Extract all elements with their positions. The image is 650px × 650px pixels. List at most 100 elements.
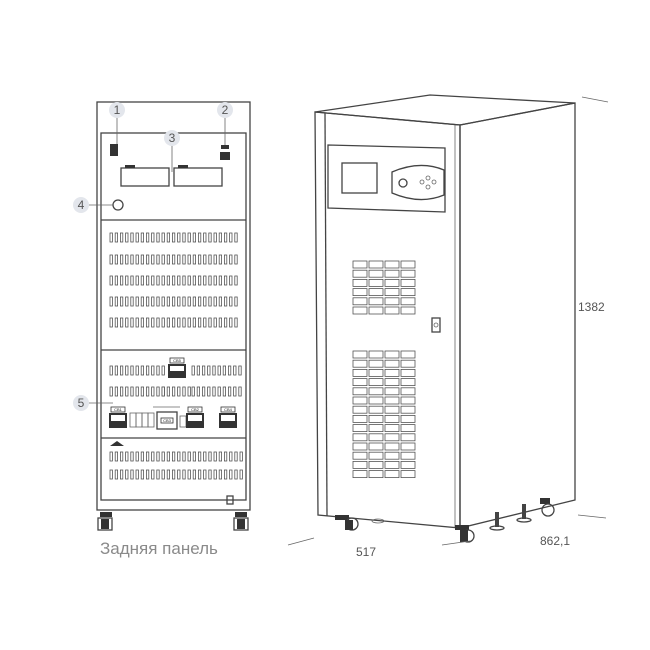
vent-slot: [182, 386, 186, 397]
svg-text:CB1: CB1: [114, 407, 123, 412]
vent-slot: [208, 451, 212, 462]
vent-slot: [197, 232, 202, 243]
vent-slot: [130, 451, 134, 462]
vent-slot: [145, 451, 150, 462]
vent-slot: [352, 387, 368, 396]
vent-slot: [234, 451, 238, 462]
vent-slot: [151, 296, 155, 307]
ground-icon: [110, 441, 124, 446]
vent-slot: [177, 254, 181, 265]
vent-slot: [218, 469, 222, 480]
vent-slot: [352, 288, 368, 297]
vent-slot: [234, 317, 238, 328]
vent-slot: [114, 232, 118, 243]
vent-slot: [352, 278, 368, 287]
vent-slot: [400, 269, 416, 278]
vent-slot: [384, 451, 400, 460]
vent-slot: [223, 232, 228, 243]
vent-slot: [223, 275, 228, 286]
vent-slot: [109, 451, 113, 462]
vent-slot: [187, 317, 191, 328]
vent-slot: [400, 460, 416, 469]
vent-slot: [368, 288, 384, 297]
vent-slot: [182, 232, 186, 243]
vent-slot: [135, 469, 139, 480]
vent-slot: [135, 296, 139, 307]
rear-wheel-left: [97, 512, 113, 531]
vent-slot: [368, 368, 384, 377]
vent-slot: [229, 232, 233, 243]
vent-slot: [135, 232, 139, 243]
vent-slot: [114, 317, 118, 328]
vent-slot: [151, 469, 155, 480]
vent-slot: [400, 396, 416, 405]
vent-slot: [400, 359, 416, 368]
leveling-foot-2: [516, 504, 532, 523]
vent-slot: [130, 386, 134, 397]
vent-slot: [400, 260, 416, 269]
vent-slot: [151, 275, 155, 286]
vent-slot: [140, 365, 144, 376]
vent-slot: [201, 365, 206, 376]
vent-slot: [120, 232, 124, 243]
vent-slot: [125, 317, 129, 328]
vent-slot: [145, 296, 150, 307]
vent-slot: [114, 254, 118, 265]
vent-slot: [352, 460, 368, 469]
vent-slot: [368, 433, 384, 442]
vent-slot: [140, 232, 144, 243]
callout-5: 5: [73, 395, 89, 411]
vent-slot: [400, 297, 416, 306]
door-lock-icon: [431, 317, 441, 333]
vent-slot: [368, 387, 384, 396]
vent-slot: [203, 254, 207, 265]
vent-slot: [223, 451, 228, 462]
vent-slot: [229, 275, 233, 286]
vent-slot: [182, 254, 186, 265]
vent-slot: [171, 386, 176, 397]
vent-slot: [352, 405, 368, 414]
vent-slot: [352, 442, 368, 451]
vent-slot: [182, 451, 186, 462]
vent-slot: [229, 254, 233, 265]
caster-front-right: [455, 525, 475, 543]
vent-slot: [177, 469, 181, 480]
dim-line-top: [581, 96, 609, 103]
vent-slot: [125, 469, 129, 480]
vent-slot: [187, 469, 191, 480]
vent-slot: [196, 386, 200, 397]
vent-slot: [140, 296, 144, 307]
vent-slot: [171, 232, 176, 243]
vent-slot: [135, 317, 139, 328]
svg-text:CB4: CB4: [224, 407, 233, 412]
vent-slot: [125, 296, 129, 307]
vent-slot: [217, 365, 221, 376]
vent-slot: [352, 297, 368, 306]
vent-slot: [109, 296, 113, 307]
vent-slot: [120, 365, 124, 376]
vent-slot: [384, 278, 400, 287]
vent-slot: [234, 296, 238, 307]
callout-1: 1: [109, 102, 125, 118]
vent-slot: [125, 275, 129, 286]
vent-slot: [384, 460, 400, 469]
vent-slot: [135, 451, 139, 462]
vent-slot: [140, 275, 144, 286]
vent-slot: [114, 275, 118, 286]
vent-slot: [368, 442, 384, 451]
vent-slot: [192, 317, 196, 328]
dim-line-left: [287, 537, 315, 546]
rear-vents: [109, 232, 243, 480]
vent-slot: [203, 317, 207, 328]
vent-slot: [384, 405, 400, 414]
vent-slot: [145, 275, 150, 286]
vent-slot: [384, 359, 400, 368]
vent-slot: [182, 317, 186, 328]
breaker-cb5: CB5: [168, 357, 186, 378]
vent-slot: [109, 232, 113, 243]
vent-slot: [352, 306, 368, 315]
port-2a-icon: [221, 145, 229, 149]
port-2b-icon: [220, 152, 230, 160]
vent-slot: [177, 296, 181, 307]
